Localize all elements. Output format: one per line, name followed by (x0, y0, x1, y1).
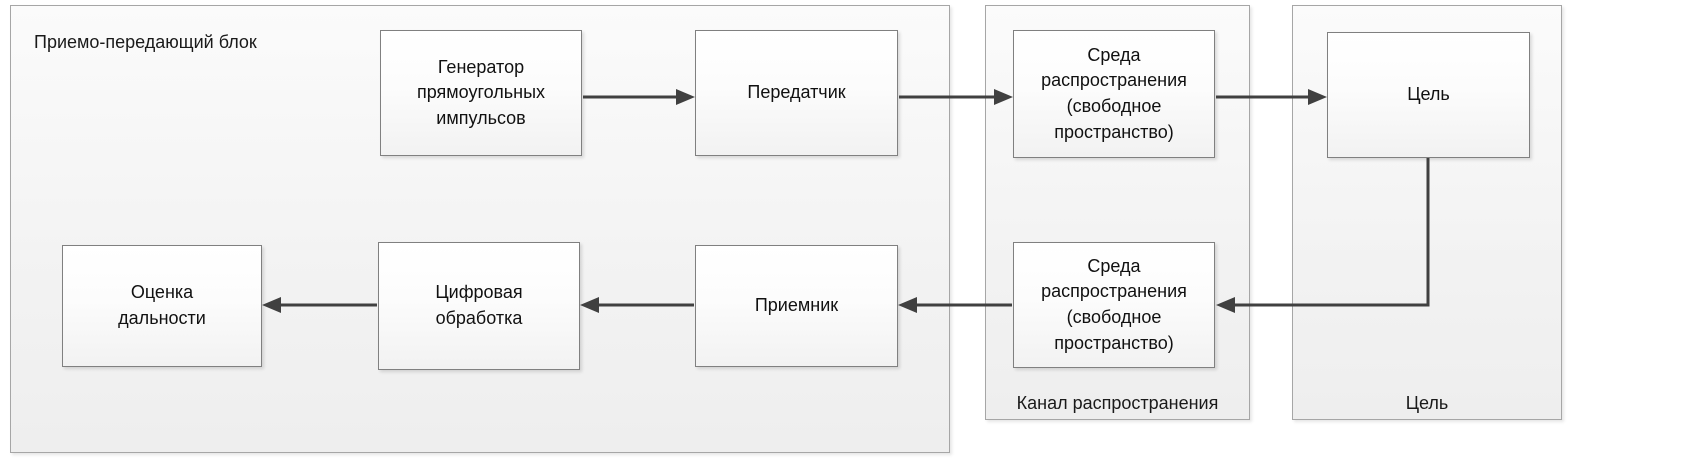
block-label-range-estimation: Оценка дальности (118, 282, 206, 328)
block-label-medium-forward: Среда распространения (свободное простра… (1041, 44, 1187, 142)
group-label-target: Цель (1405, 393, 1449, 413)
block-receiver[interactable]: Приемник (695, 245, 898, 367)
block-label-digital-processing: Цифровая обработка (435, 282, 523, 328)
block-label-transmitter: Передатчик (747, 82, 846, 103)
block-target[interactable]: Цель (1327, 32, 1530, 158)
block-pulse-generator[interactable]: Генератор прямоугольных импульсов (380, 30, 582, 156)
group-label-channel: Канал распространения (1016, 393, 1219, 413)
block-label-target: Цель (1407, 84, 1450, 105)
group-label-transceiver: Приемо-передающий блок (34, 32, 257, 52)
block-digital-processing[interactable]: Цифровая обработка (378, 242, 580, 370)
block-medium-forward[interactable]: Среда распространения (свободное простра… (1013, 30, 1215, 158)
block-label-receiver: Приемник (754, 295, 839, 316)
block-label-pulse-generator: Генератор прямоугольных импульсов (416, 56, 546, 128)
block-label-medium-return: Среда распространения (свободное простра… (1041, 255, 1187, 353)
block-range-estimation[interactable]: Оценка дальности (62, 245, 262, 367)
block-transmitter[interactable]: Передатчик (695, 30, 898, 156)
block-medium-return[interactable]: Среда распространения (свободное простра… (1013, 242, 1215, 368)
